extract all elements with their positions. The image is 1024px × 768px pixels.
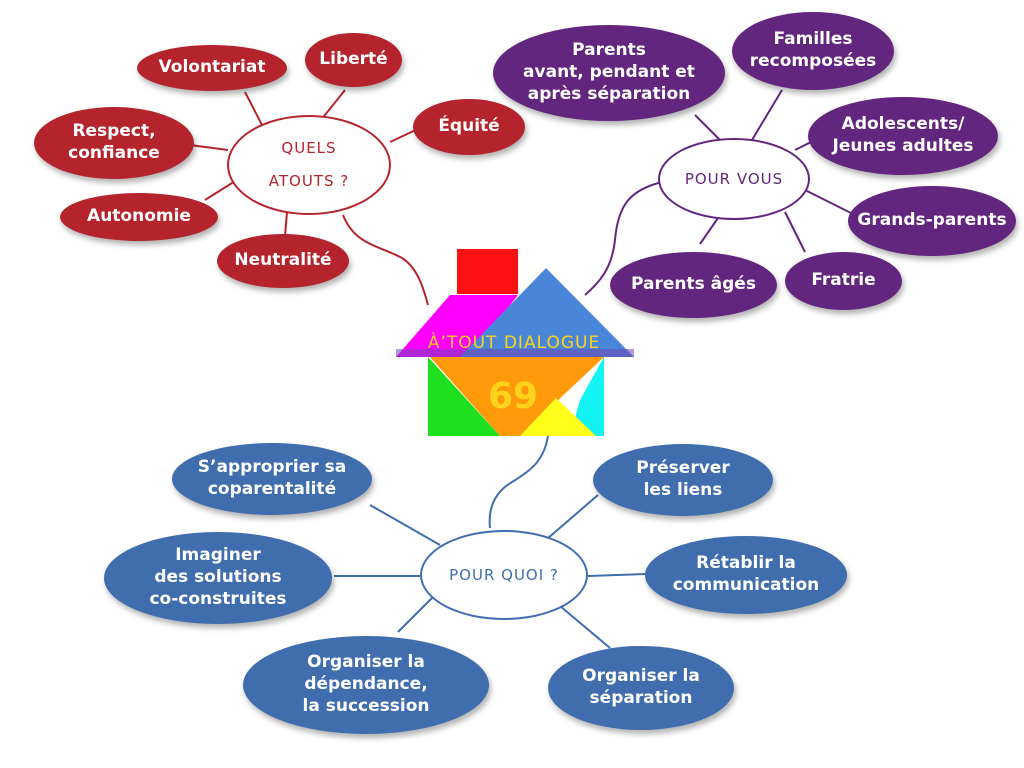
bubble-respect-confiance[interactable]: Respect, confiance bbox=[34, 107, 194, 179]
bubble-autonomie[interactable]: Autonomie bbox=[60, 193, 218, 241]
red-chimney-piece bbox=[457, 249, 518, 294]
roof-band bbox=[396, 349, 634, 357]
yellow-wall-piece bbox=[520, 398, 596, 436]
connector-respect bbox=[189, 144, 229, 151]
hub-pour-quoi[interactable]: POUR QUOI ? bbox=[420, 530, 588, 620]
orange-wall-piece bbox=[430, 357, 604, 436]
connector-quoi-house bbox=[488, 435, 549, 529]
hub-pour-vous[interactable]: POUR VOUS bbox=[658, 138, 810, 220]
hub-quels-atouts[interactable]: QUELS ATOUTS ? bbox=[227, 115, 391, 215]
bubble-dependance-succession[interactable]: Organiser la dépendance, la succession bbox=[243, 636, 489, 734]
connector-neutralite bbox=[284, 211, 288, 237]
magenta-roof-piece bbox=[396, 295, 518, 357]
blue-roof-piece bbox=[460, 268, 634, 357]
connector-parents bbox=[694, 114, 721, 141]
house-title: À’TOUT DIALOGUE bbox=[427, 333, 601, 353]
connector-atouts-house bbox=[342, 214, 429, 306]
connector-fratrie bbox=[784, 211, 806, 253]
bubble-familles-recomposees[interactable]: Familles recomposées bbox=[732, 12, 894, 90]
bubble-equite[interactable]: Équité bbox=[413, 99, 525, 155]
bubble-volontariat[interactable]: Volontariat bbox=[137, 45, 287, 91]
bubble-adolescents[interactable]: Adolescents/ Jeunes adultes bbox=[808, 97, 998, 175]
bubble-neutralite[interactable]: Neutralité bbox=[217, 234, 349, 288]
bubble-approprier-coparentalite[interactable]: S’approprier sa coparentalité bbox=[172, 443, 372, 515]
bubble-fratrie[interactable]: Fratrie bbox=[785, 252, 902, 310]
connector-approprier bbox=[369, 504, 441, 546]
connector-grands-parents bbox=[804, 189, 856, 216]
bubble-parents-ages[interactable]: Parents âgés bbox=[610, 252, 777, 318]
green-wall-piece bbox=[428, 357, 500, 436]
cyan-wall-piece bbox=[570, 357, 604, 436]
house-number: 69 bbox=[487, 376, 539, 417]
bubble-grands-parents[interactable]: Grands-parents bbox=[848, 186, 1016, 256]
bubble-retablir-communication[interactable]: Rétablir la communication bbox=[645, 536, 847, 614]
connector-retablir bbox=[587, 573, 646, 577]
connector-vous-house bbox=[584, 181, 663, 296]
bubble-organiser-separation[interactable]: Organiser la séparation bbox=[548, 646, 734, 730]
connector-volontariat bbox=[244, 91, 264, 128]
connector-familles bbox=[751, 89, 783, 141]
connector-separation bbox=[559, 605, 611, 649]
bubble-parents-separation[interactable]: Parents avant, pendant et après séparati… bbox=[493, 25, 725, 121]
bubble-preserver-liens[interactable]: Préserver les liens bbox=[593, 444, 773, 516]
bubble-imaginer-solutions[interactable]: Imaginer des solutions co-construites bbox=[104, 532, 332, 624]
bubble-liberte[interactable]: Liberté bbox=[305, 33, 402, 87]
connector-dependance bbox=[397, 597, 433, 633]
tangram-house-logo bbox=[396, 249, 634, 436]
connector-parents-ages bbox=[699, 217, 719, 245]
